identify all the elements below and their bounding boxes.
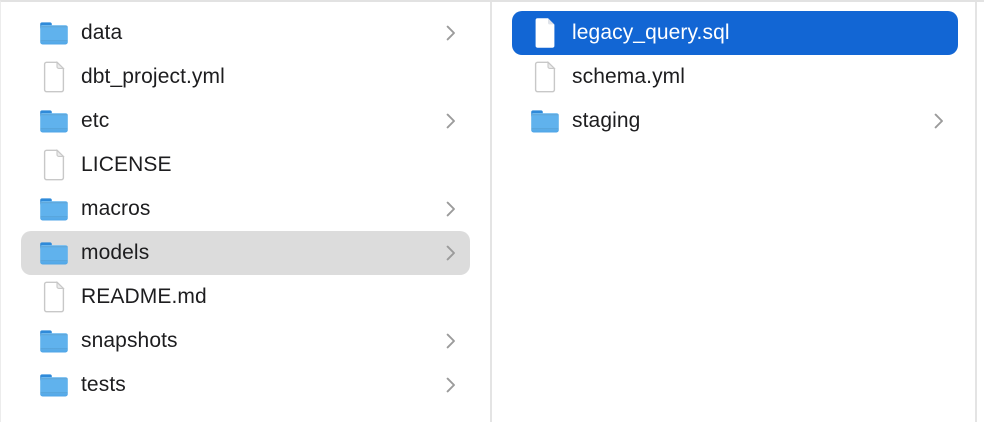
chevron-right-icon bbox=[445, 244, 456, 262]
column-divider-right[interactable] bbox=[975, 2, 977, 422]
item-label: tests bbox=[81, 373, 126, 396]
item-label: etc bbox=[81, 109, 110, 132]
folder-row-models[interactable]: models bbox=[21, 231, 470, 275]
chevron-right-icon bbox=[445, 332, 456, 350]
item-label: legacy_query.sql bbox=[572, 21, 730, 44]
folder-row-tests[interactable]: tests bbox=[21, 363, 470, 407]
document-icon bbox=[530, 17, 560, 49]
column-left-rows: data dbt_project.yml etc LICENSE bbox=[1, 11, 490, 407]
folder-row-staging[interactable]: staging bbox=[512, 99, 958, 143]
item-label: data bbox=[81, 21, 123, 44]
item-label: dbt_project.yml bbox=[81, 65, 225, 88]
document-icon bbox=[530, 61, 560, 93]
folder-row-etc[interactable]: etc bbox=[21, 99, 470, 143]
chevron-right-icon bbox=[445, 376, 456, 394]
file-row-legacy_query.sql[interactable]: legacy_query.sql bbox=[512, 11, 958, 55]
file-row-dbt_project.yml[interactable]: dbt_project.yml bbox=[21, 55, 470, 99]
chevron-right-icon bbox=[445, 112, 456, 130]
next-column-gutter bbox=[977, 2, 984, 422]
chevron-right-icon bbox=[933, 112, 944, 130]
folder-row-macros[interactable]: macros bbox=[21, 187, 470, 231]
item-label: staging bbox=[572, 109, 641, 132]
item-label: snapshots bbox=[81, 329, 178, 352]
folder-row-data[interactable]: data bbox=[21, 11, 470, 55]
folder-icon bbox=[39, 369, 69, 401]
document-icon bbox=[39, 149, 69, 181]
item-label: LICENSE bbox=[81, 153, 172, 176]
file-row-LICENSE[interactable]: LICENSE bbox=[21, 143, 470, 187]
folder-icon bbox=[39, 193, 69, 225]
document-icon bbox=[39, 61, 69, 93]
column-divider[interactable] bbox=[490, 2, 492, 422]
column-right: legacy_query.sql schema.yml staging bbox=[492, 2, 975, 422]
document-icon bbox=[39, 281, 69, 313]
folder-icon bbox=[530, 105, 560, 137]
folder-icon bbox=[39, 105, 69, 137]
column-right-rows: legacy_query.sql schema.yml staging bbox=[492, 11, 975, 143]
item-label: models bbox=[81, 241, 150, 264]
folder-icon bbox=[39, 17, 69, 49]
folder-icon bbox=[39, 325, 69, 357]
chevron-right-icon bbox=[445, 200, 456, 218]
file-row-README.md[interactable]: README.md bbox=[21, 275, 470, 319]
item-label: schema.yml bbox=[572, 65, 686, 88]
file-row-schema.yml[interactable]: schema.yml bbox=[512, 55, 958, 99]
column-left: data dbt_project.yml etc LICENSE bbox=[1, 2, 490, 422]
item-label: README.md bbox=[81, 285, 207, 308]
folder-row-snapshots[interactable]: snapshots bbox=[21, 319, 470, 363]
item-label: macros bbox=[81, 197, 151, 220]
chevron-right-icon bbox=[445, 24, 456, 42]
folder-icon bbox=[39, 237, 69, 269]
